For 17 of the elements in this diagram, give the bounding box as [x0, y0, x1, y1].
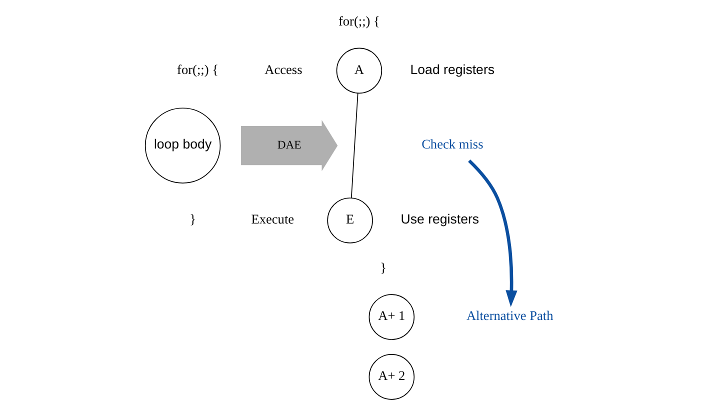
arrow	[468, 159, 517, 308]
label: for(;;) {	[176, 62, 218, 77]
node-circle: loop body	[144, 108, 220, 184]
node-label: Execute	[250, 212, 294, 227]
node-circle: A+ 2	[368, 354, 414, 400]
node-label: Use registers	[400, 212, 479, 227]
connector	[350, 92, 358, 198]
node-circle: A+ 1	[368, 294, 414, 340]
node-text: Alternative Path	[466, 308, 553, 324]
label: }	[380, 260, 386, 275]
label: for(;;) {	[338, 14, 380, 29]
node-label: Access	[264, 62, 302, 77]
node-text: Check miss	[421, 136, 483, 152]
node-circle: E	[326, 198, 372, 244]
node-label: Load registers	[410, 62, 494, 77]
node-circle: A	[336, 48, 382, 94]
label: }	[189, 212, 196, 227]
